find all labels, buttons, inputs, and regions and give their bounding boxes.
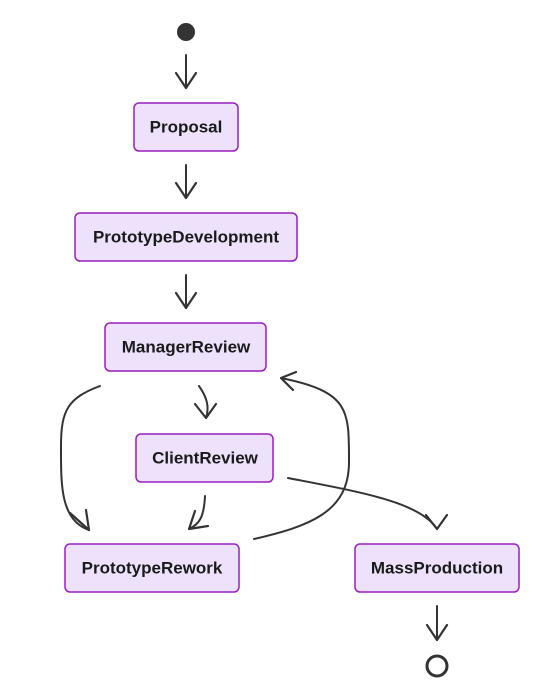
edge-prototyperework-to-managerreview xyxy=(253,377,351,540)
arrowhead-prototyperework-to-managerreview xyxy=(279,370,298,392)
arrowhead-proposal-to-prototypedevelopment xyxy=(174,181,198,200)
end-state xyxy=(425,654,449,678)
state-prototype-development-label: PrototypeDevelopment xyxy=(93,228,279,247)
arrowhead-start-to-proposal xyxy=(174,71,198,90)
state-mass-production-box xyxy=(354,543,520,593)
state-manager-review: ManagerReview xyxy=(104,322,267,372)
state-prototype-development-box xyxy=(74,212,298,262)
state-client-review: ClientReview xyxy=(135,433,274,483)
start-state xyxy=(177,23,195,41)
arrowhead-massproduction-to-end xyxy=(425,623,449,642)
state-manager-review-box xyxy=(104,322,267,372)
state-manager-review-label: ManagerReview xyxy=(122,338,251,357)
arrowhead-managerreview-to-prototyperework xyxy=(68,508,91,532)
state-client-review-label: ClientReview xyxy=(152,449,259,468)
state-mass-production-label: MassProduction xyxy=(371,559,503,578)
arrowhead-clientreview-to-massproduction xyxy=(424,513,449,531)
state-prototype-rework-label: PrototypeRework xyxy=(82,559,223,578)
arrowhead-managerreview-to-clientreview xyxy=(193,402,218,420)
state-proposal-label: Proposal xyxy=(150,118,223,137)
state-proposal-box xyxy=(133,102,239,152)
state-prototype-rework: PrototypeRework xyxy=(64,543,240,593)
state-prototype-rework-box xyxy=(64,543,240,593)
edge-managerreview-to-prototyperework xyxy=(59,385,101,531)
state-mass-production: MassProduction xyxy=(354,543,520,593)
arrowhead-clientreview-to-prototyperework xyxy=(187,509,210,531)
edges xyxy=(59,54,449,642)
arrowhead-prototypedevelopment-to-managerreview xyxy=(174,291,198,310)
state-prototype-development: PrototypeDevelopment xyxy=(74,212,298,262)
state-proposal: Proposal xyxy=(133,102,239,152)
state-client-review-box xyxy=(135,433,274,483)
